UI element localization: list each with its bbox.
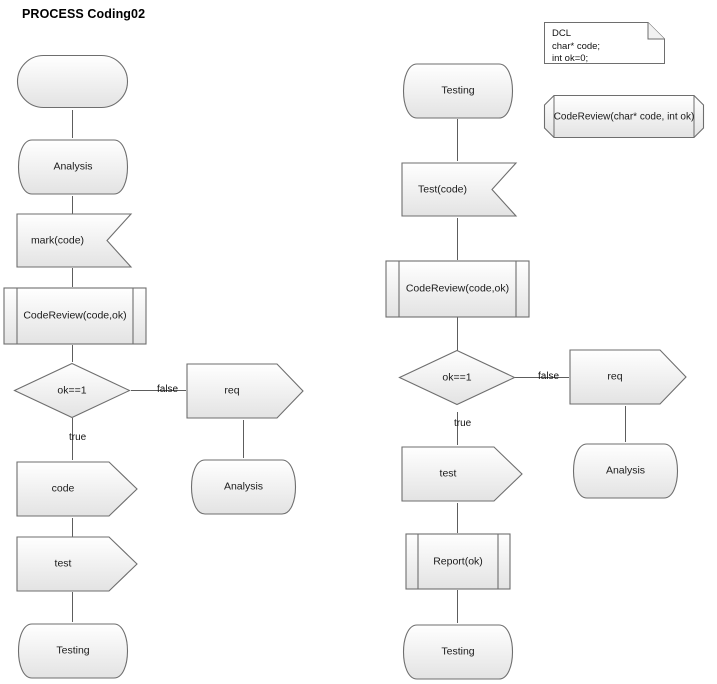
signature-box-label: CodeReview(char* code, int ok) bbox=[553, 111, 695, 122]
right-node-decision[interactable]: ok==1 bbox=[398, 349, 516, 406]
connector-r-testcode-to-codereview bbox=[457, 218, 458, 260]
connector-code-to-test bbox=[72, 518, 73, 538]
declaration-note[interactable]: DCL char* code; int ok=0; bbox=[544, 22, 665, 64]
connector-decision-false-to-req bbox=[131, 390, 186, 391]
left-branch-node-req[interactable]: req bbox=[185, 362, 305, 420]
left-node-decision[interactable]: ok==1 bbox=[13, 362, 131, 419]
left-node-mark[interactable]: mark(code) bbox=[15, 212, 133, 269]
left-node-analysis[interactable]: Analysis bbox=[17, 138, 129, 196]
right-edge-label-false: false bbox=[538, 371, 560, 382]
connector-req-to-analysis bbox=[243, 420, 244, 458]
right-branch-node-req[interactable]: req bbox=[568, 348, 688, 406]
connector-r-req-to-analysis bbox=[625, 406, 626, 442]
signature-box[interactable]: CodeReview(char* code, int ok) bbox=[543, 94, 705, 139]
connector-r-decision-false-to-req bbox=[514, 377, 569, 378]
connector-test-to-testing bbox=[72, 592, 73, 622]
left-edge-label-true: true bbox=[69, 432, 87, 443]
connector-r-testing-to-testcode bbox=[457, 119, 458, 161]
connector-codereview-to-decision bbox=[72, 345, 73, 362]
connector-r-test-to-report bbox=[457, 503, 458, 533]
declaration-note-text: DCL char* code; int ok=0; bbox=[552, 28, 601, 65]
connector-r-codereview-to-decision bbox=[457, 317, 458, 355]
right-node-test[interactable]: test bbox=[400, 445, 524, 503]
left-node-testing[interactable]: Testing bbox=[17, 622, 129, 680]
left-start-node[interactable] bbox=[15, 53, 130, 110]
right-node-testcode[interactable]: Test(code) bbox=[400, 161, 518, 218]
connector-analysis-to-mark bbox=[72, 196, 73, 214]
right-branch-node-analysis[interactable]: Analysis bbox=[572, 442, 679, 500]
left-node-test[interactable]: test bbox=[15, 535, 139, 593]
right-node-codereview[interactable]: CodeReview(code,ok) bbox=[385, 260, 530, 318]
connector-start-to-analysis bbox=[72, 110, 73, 138]
left-node-codereview[interactable]: CodeReview(code,ok) bbox=[3, 287, 147, 345]
connector-r-report-to-testing bbox=[457, 590, 458, 623]
connector-r-decision-true-to-test bbox=[457, 412, 458, 445]
left-edge-label-false: false bbox=[157, 384, 179, 395]
connector-mark-to-codereview bbox=[72, 268, 73, 287]
page-title: PROCESS Coding02 bbox=[22, 7, 146, 21]
right-node-testing-bottom[interactable]: Testing bbox=[402, 623, 514, 681]
left-branch-node-analysis[interactable]: Analysis bbox=[190, 458, 297, 516]
right-node-testing-top[interactable]: Testing bbox=[402, 62, 514, 120]
right-node-report[interactable]: Report(ok) bbox=[405, 533, 511, 590]
connector-decision-true-to-code bbox=[72, 418, 73, 460]
left-node-code[interactable]: code bbox=[15, 460, 139, 518]
right-edge-label-true: true bbox=[454, 418, 472, 429]
